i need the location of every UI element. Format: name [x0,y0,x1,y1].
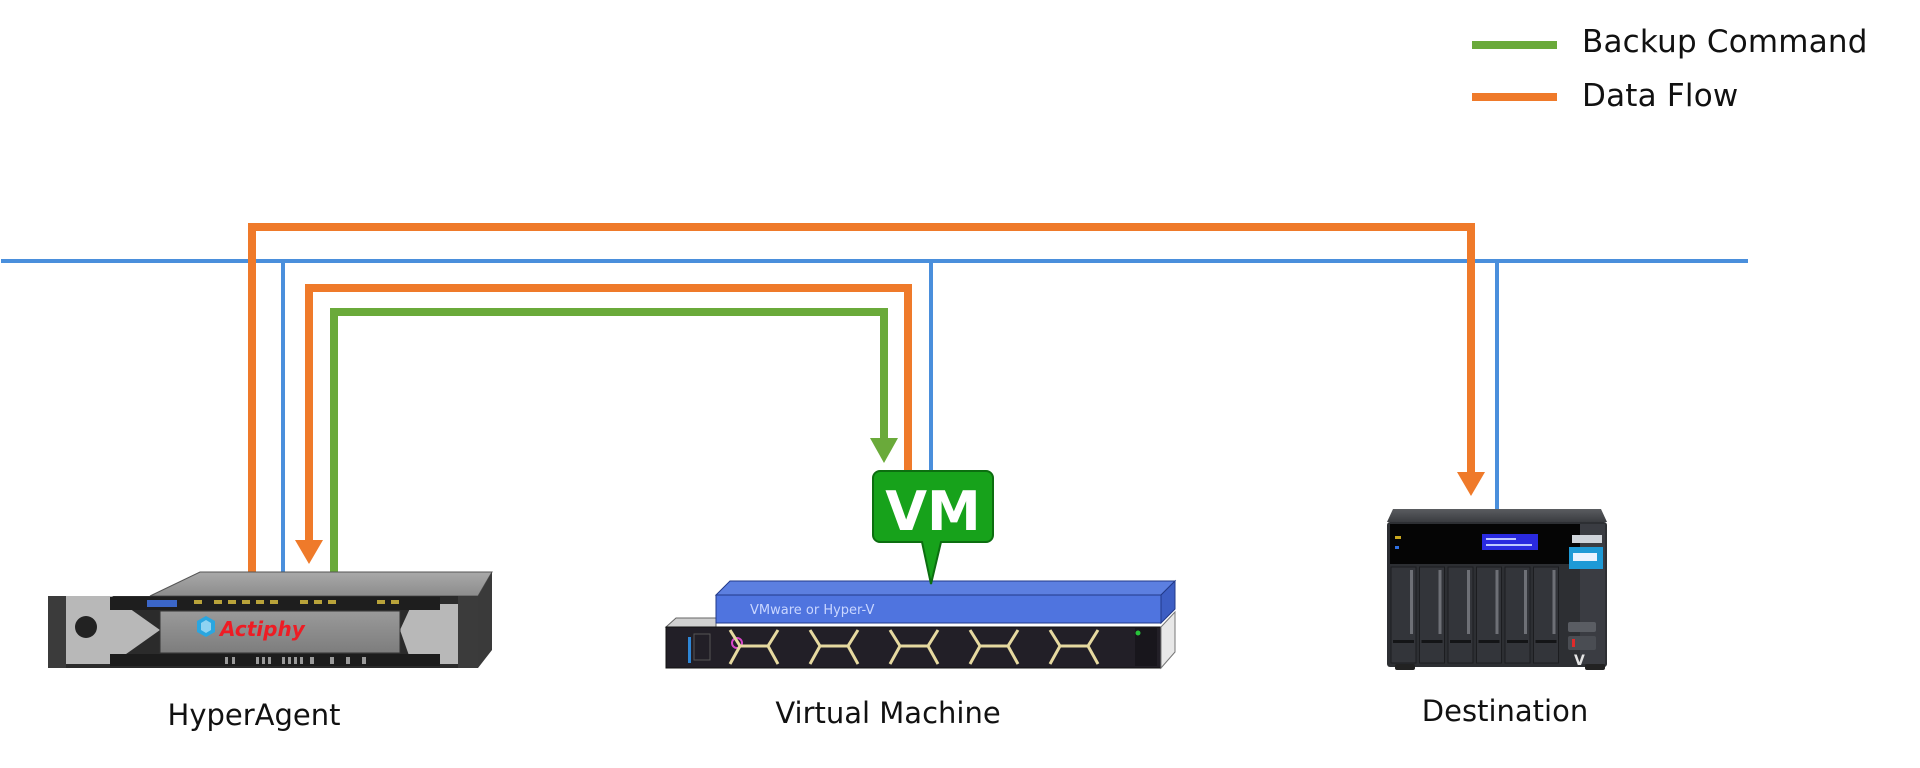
arrow-down-icon [295,540,323,564]
data-flow-path [248,223,1475,572]
nas-drive-bay-latch [1467,570,1470,634]
nas-drive-bay-handle [1507,640,1528,643]
destination-nas-icon: V [1387,509,1607,670]
vm-badge-icon: VM [872,470,994,585]
hyperagent-brand: Actiphy [218,617,306,641]
actiphy-logo-icon [197,616,215,637]
drive-bay-icon [808,629,860,665]
backup-command-path [330,308,888,572]
drive-bay-icon [968,629,1020,665]
data-flow-path [305,284,912,546]
destination-label: Destination [1421,694,1589,728]
drive-bay-icon [888,629,940,665]
drive-bay-icon [728,629,780,665]
backup-command-hyperagent-to-vm [330,308,898,572]
network-bus [1,259,1748,572]
hyperagent-server-icon: Actiphy [48,571,493,668]
virtual-machine-server-icon: VMware or Hyper-V [664,579,1177,670]
hypervisor-platform-label: VMware or Hyper-V [750,603,874,618]
drive-bay-icon [1048,629,1100,665]
nas-drive-bay-handle [1535,640,1557,643]
hyperagent-label: HyperAgent [167,698,341,732]
nas-drive-bay-handle [1478,640,1500,643]
nas-drive-bay-latch [1552,570,1556,634]
nas-drive-bay-latch [1524,570,1527,634]
nas-model-mark: V [1574,653,1585,669]
legend-label-data-flow: Data Flow [1582,78,1739,114]
nas-drive-bay-latch [1495,570,1499,634]
arrow-down-icon [1457,472,1485,496]
nas-drive-bay-handle [1421,640,1443,643]
vm-badge-text: VM [885,480,981,543]
nas-drive-bay-handle [1450,640,1471,643]
legend-label-backup-command: Backup Command [1582,24,1868,60]
nas-drive-bay-handle [1393,640,1414,643]
virtual-machine-label: Virtual Machine [775,696,1001,730]
nas-drive-bay-latch [1438,570,1442,634]
arrow-down-icon [870,438,898,463]
nas-drive-bay-latch [1410,570,1413,634]
data-flow-vm-to-hyperagent [295,284,912,564]
data-flow-hyperagent-to-destination [248,223,1485,572]
